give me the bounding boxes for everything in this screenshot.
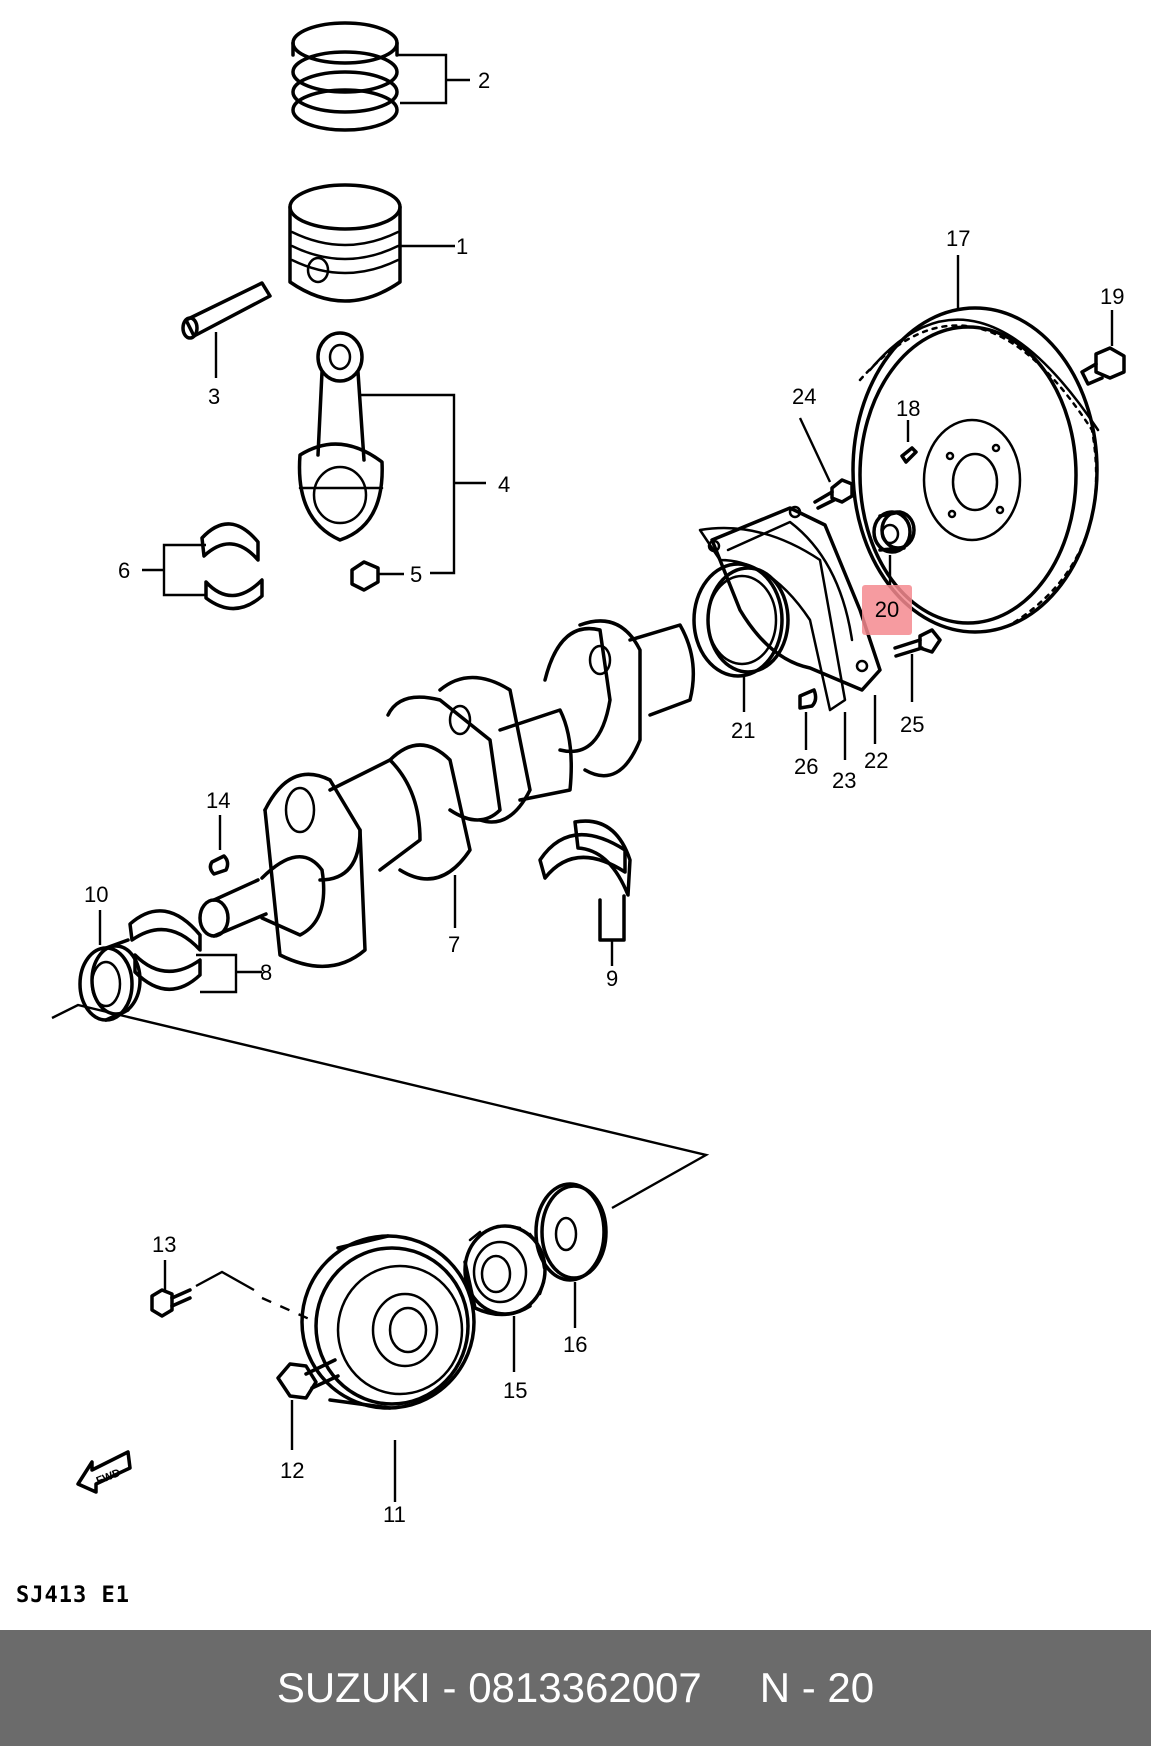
diagram-code: SJ413 E1 [16, 1583, 130, 1608]
callout-18: 18 [896, 396, 920, 421]
pulley-washer [534, 1182, 608, 1282]
callout-25: 25 [900, 712, 924, 737]
piston-pin [181, 281, 272, 340]
footer-separator: - [442, 1664, 457, 1711]
callout-16: 16 [563, 1332, 587, 1357]
rod-nut [350, 560, 380, 592]
callout-4: 4 [498, 472, 510, 497]
leader-13 [163, 1260, 255, 1292]
callout-24: 24 [792, 384, 816, 409]
housing-bolt [813, 478, 854, 510]
fwd-arrow: FWD [76, 1450, 132, 1494]
callout-11: 11 [383, 1502, 406, 1527]
footer-part-number: 0813362007 [468, 1664, 702, 1711]
assembly-bracket [51, 1003, 710, 1210]
timing-sprocket [463, 1224, 547, 1317]
small-bolt [150, 1288, 192, 1318]
callout-1: 1 [456, 234, 468, 259]
main-bearings [128, 909, 202, 991]
crank-key [208, 854, 230, 876]
piston-rings [291, 21, 399, 132]
callout-26: 26 [794, 754, 818, 779]
callout-17: 17 [946, 226, 970, 251]
callout-20-highlighted: 20 [874, 597, 900, 622]
callout-2: 2 [478, 68, 490, 93]
callout-3: 3 [208, 384, 220, 409]
callout-19: 19 [1100, 284, 1124, 309]
footer-bar: SUZUKI - 0813362007 N - 20 [0, 1630, 1151, 1746]
piston [288, 183, 402, 303]
leader-4 [360, 393, 486, 575]
housing-dowel [798, 688, 818, 710]
footer-page-code: N - 20 [759, 1664, 875, 1711]
leader-8 [196, 953, 262, 994]
leader-13b [261, 1296, 317, 1324]
connecting-rod [297, 331, 384, 542]
leader-24 [798, 417, 832, 483]
rod-bearings [200, 522, 264, 611]
fwd-label: FWD [95, 1467, 123, 1488]
crank-pulley [300, 1234, 476, 1410]
crankshaft [198, 619, 696, 968]
pulley-bolt [276, 1358, 340, 1400]
highlight-part-20 [862, 585, 912, 635]
housing-gasket [698, 526, 847, 712]
callout-13: 13 [152, 1232, 176, 1257]
callout-14: 14 [206, 788, 230, 813]
callout-8: 8 [260, 960, 272, 985]
callout-5: 5 [410, 562, 422, 587]
rear-oil-seal [692, 562, 790, 678]
callout-15: 15 [503, 1378, 527, 1403]
callout-22: 22 [864, 748, 888, 773]
flywheel [851, 306, 1100, 634]
callout-7: 7 [448, 932, 460, 957]
footer-brand: SUZUKI [276, 1664, 431, 1711]
flywheel-bolt [1080, 346, 1126, 386]
leader-2 [397, 53, 470, 105]
callout-9: 9 [606, 966, 618, 991]
callout-21: 21 [731, 718, 755, 743]
callout-10: 10 [84, 882, 108, 907]
callout-12: 12 [280, 1458, 304, 1483]
thrust-bearing [538, 819, 632, 942]
callout-6: 6 [118, 558, 130, 583]
housing-bolt-2 [893, 628, 942, 658]
callout-23: 23 [832, 768, 856, 793]
pilot-bearing [872, 510, 916, 554]
parts-diagram: FWD 1 2 3 4 5 6 7 8 9 10 11 12 13 14 15 … [51, 21, 1126, 1527]
leader-6 [142, 543, 206, 597]
flywheel-dowel [900, 446, 918, 464]
